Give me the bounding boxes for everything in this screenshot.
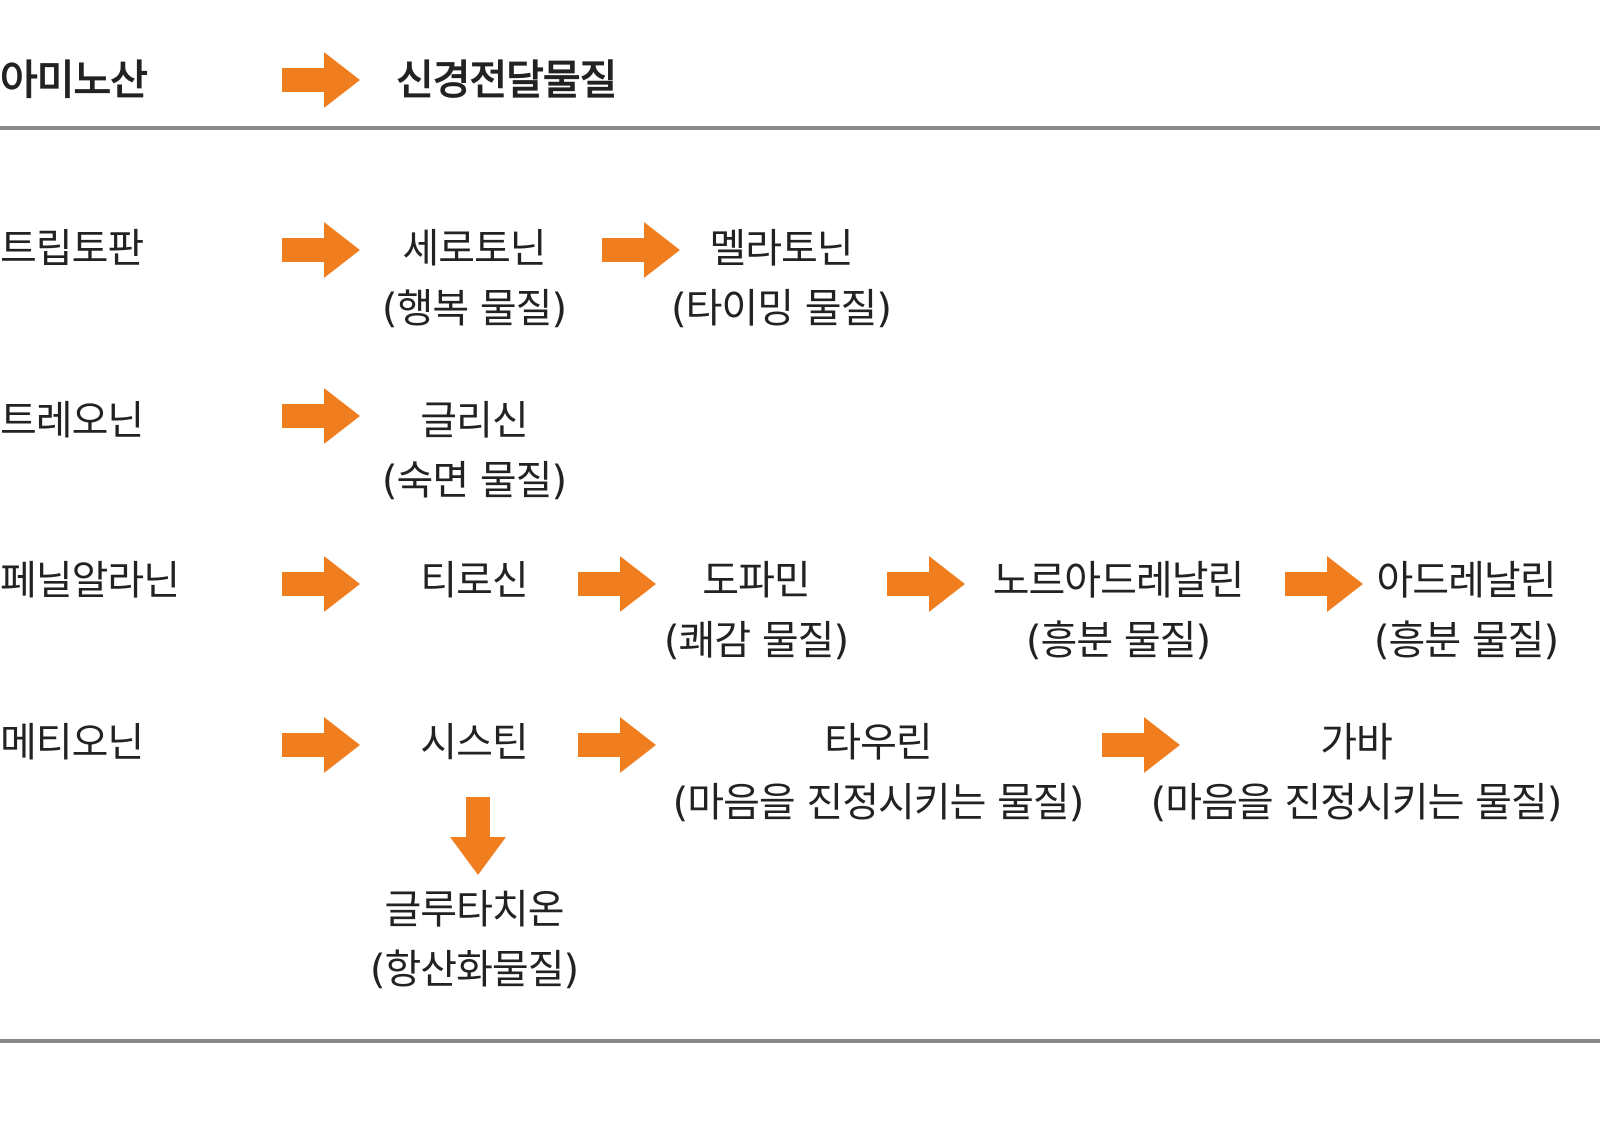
node-glycine-role: (숙면 물질) bbox=[381, 458, 567, 504]
node-melatonin-role: (타이밍 물질) bbox=[671, 286, 892, 332]
arrow-right-icon bbox=[887, 556, 967, 612]
node-serotonin-role: (행복 물질) bbox=[381, 286, 567, 332]
node-adrenaline-name: 아드레날린 bbox=[1376, 558, 1557, 604]
amino-methionine: 메티오닌 bbox=[0, 720, 144, 766]
amino-tryptophan: 트립토판 bbox=[0, 226, 144, 272]
arrow-right-icon bbox=[578, 717, 658, 773]
amino-threonine: 트레오닌 bbox=[0, 398, 144, 444]
header-amino-acid: 아미노산 bbox=[0, 56, 148, 104]
arrow-right-icon bbox=[282, 556, 362, 612]
arrow-right-icon bbox=[282, 717, 362, 773]
arrow-right-icon bbox=[282, 222, 362, 278]
footer-divider bbox=[0, 1039, 1600, 1043]
node-gaba-name: 가바 bbox=[1320, 720, 1393, 766]
arrow-down-icon bbox=[450, 797, 506, 877]
node-noradrenaline-name: 노르아드레날린 bbox=[992, 558, 1245, 604]
node-adrenaline-role: (흥분 물질) bbox=[1373, 618, 1559, 664]
amino-phenylalanine: 페닐알라닌 bbox=[0, 558, 180, 604]
node-dopamine-role: (쾌감 물질) bbox=[663, 618, 849, 664]
node-dopamine-name: 도파민 bbox=[702, 558, 810, 604]
node-taurine-role: (마음을 진정시키는 물질) bbox=[672, 780, 1085, 826]
arrow-right-icon bbox=[1102, 717, 1182, 773]
node-glutathione-role: (항산화물질) bbox=[369, 947, 579, 993]
node-gaba-role: (마음을 진정시키는 물질) bbox=[1150, 780, 1563, 826]
arrow-right-icon bbox=[602, 222, 682, 278]
node-taurine-name: 타우린 bbox=[824, 720, 932, 766]
arrow-right-icon bbox=[282, 388, 362, 444]
node-glutathione-name: 글루타치온 bbox=[384, 887, 565, 933]
node-melatonin-name: 멜라토닌 bbox=[709, 226, 853, 272]
node-noradrenaline-role: (흥분 물질) bbox=[1025, 618, 1211, 664]
header-divider bbox=[0, 126, 1600, 130]
arrow-right-icon bbox=[578, 556, 658, 612]
arrow-right-icon bbox=[282, 52, 362, 108]
node-tyrosine-name: 티로신 bbox=[420, 558, 528, 604]
node-cystine-name: 시스틴 bbox=[420, 720, 528, 766]
node-glycine-name: 글리신 bbox=[420, 398, 528, 444]
arrow-right-icon bbox=[1285, 556, 1365, 612]
header-neurotransmitter: 신경전달물질 bbox=[396, 56, 617, 104]
node-serotonin-name: 세로토닌 bbox=[402, 226, 546, 272]
